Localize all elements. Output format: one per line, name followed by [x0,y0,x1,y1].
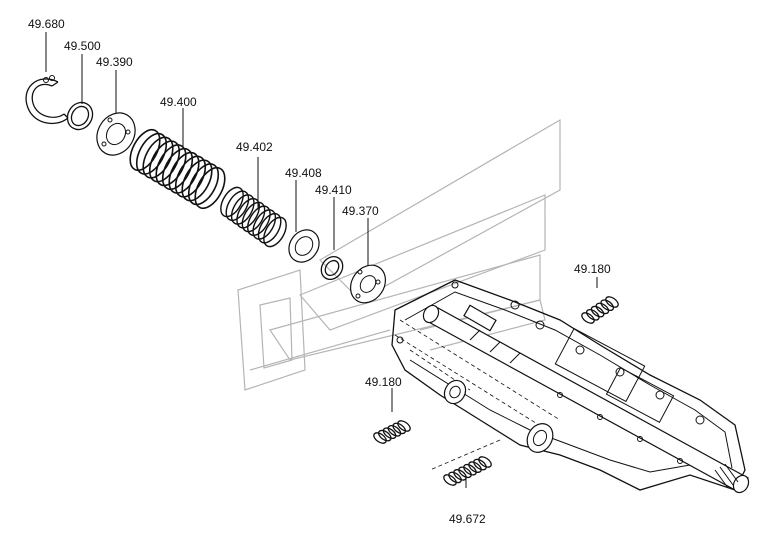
callout-snap-ring-inner: 49.500 [64,39,101,53]
assembly-axes [394,319,561,471]
coil-turn [129,128,161,172]
coil-turn [161,147,194,191]
coil-turn [187,163,220,206]
shift-housing[interactable] [391,279,746,491]
callout-outer-spring: 49.400 [160,95,197,109]
coil-turn [135,132,168,175]
coil-turn [220,186,244,218]
coil-turn [585,308,600,321]
coil-turn [174,155,207,198]
coil-turn [377,429,392,442]
coil-turn [225,190,250,222]
outer-spring[interactable] [124,125,231,213]
coil-turn [241,201,266,233]
callout-washer: 49.408 [285,166,322,180]
coil-turn [263,216,287,248]
coil-turn [448,471,462,484]
coil-turn [595,302,610,315]
coil-turn [397,420,411,432]
spring-bottom[interactable] [442,455,493,488]
coil-turn [590,305,605,318]
washer[interactable] [283,224,325,268]
shift-shaft[interactable] [420,303,751,496]
coil-turn [453,469,467,481]
coil-turn [581,312,595,324]
coil-turn [600,299,615,312]
coil-turn [194,166,226,210]
coil-turn [142,136,174,179]
callout-spring-bottom: 49.672 [449,512,486,526]
spring-seat-outer[interactable] [89,106,142,162]
coil-turn [236,197,260,229]
coil-turn [387,424,402,437]
callout-spring-left: 49.180 [365,375,402,389]
coil-turn [148,140,181,183]
coil-turn [181,159,213,202]
spring-seat-inner[interactable] [343,258,392,309]
coil-turn [373,432,387,444]
coil-turn [458,466,472,479]
coil-turn [252,209,277,240]
coil-turn [473,458,487,471]
coil-turn [468,461,482,473]
leader-lines [45,32,598,488]
circlip[interactable] [317,252,347,283]
snap-ring-inner[interactable] [63,98,98,134]
coil-turn [392,422,407,435]
coil-turn [155,144,187,187]
callout-spring-seat-outer: 49.390 [96,55,133,69]
coil-turn [443,474,457,486]
snap-ring-outer[interactable] [25,75,69,125]
coil-turn [605,296,619,308]
coil-turn [247,205,271,237]
callout-spring-right: 49.180 [574,262,611,276]
coil-turn [257,212,282,244]
callout-circlip: 49.410 [315,183,352,197]
coil-turn [230,194,255,225]
callout-inner-spring: 49.402 [236,140,273,154]
spring-right[interactable] [580,295,620,326]
coil-turn [168,151,200,194]
callout-spring-seat-inner: 49.370 [342,204,379,218]
spring-left[interactable] [372,419,412,446]
coil-turn [463,463,477,476]
callout-snap-ring-outer: 49.680 [28,17,65,31]
coil-turn [382,427,397,440]
inner-spring[interactable] [216,184,291,251]
coil-turn [478,456,492,468]
